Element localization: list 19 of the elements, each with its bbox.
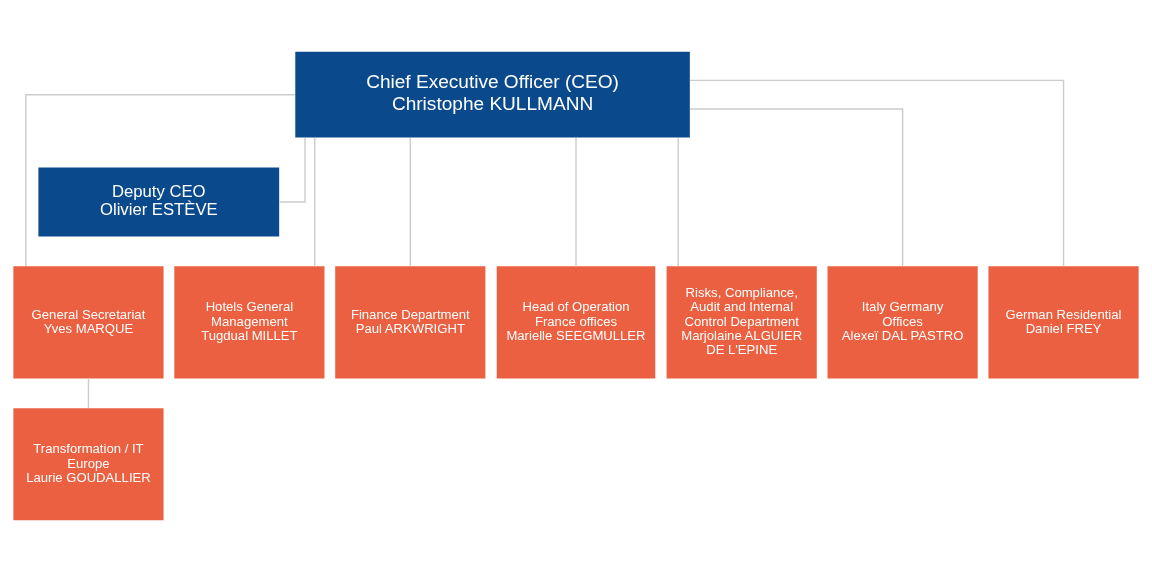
node-box: Italy Germany Offices Alexeï DAL PASTRO [827,266,978,379]
connector [689,79,1065,267]
node-box: German Residential Daniel FREY [988,266,1139,379]
node-box: Finance Department Paul ARKWRIGHT [335,266,486,379]
connector [409,137,412,267]
node-box: Transformation / IT Europe Laurie GOUDALLIER [13,408,164,521]
node-box: Chief Executive Officer (CEO) Christophe KULLMANN [295,51,690,138]
connector [575,137,577,267]
node-box: Deputy CEO Olivier ESTÈVE [38,167,280,237]
connector [25,93,296,267]
node-box: Hotels General Management Tugdual MILLET [174,266,325,379]
node-box: General Secretariat Yves MARQUE [13,266,164,379]
connector [314,137,316,267]
connector [87,377,90,409]
node-box: Risks, Compliance, Audit and Internal Control Department Marjolaine ALGUIER DE L'EPINE [666,266,817,379]
connector [278,137,306,203]
connector [689,108,904,267]
node-box: Head of Operation France offices Marielle SEEGMULLER [496,266,656,379]
connector [677,137,679,267]
